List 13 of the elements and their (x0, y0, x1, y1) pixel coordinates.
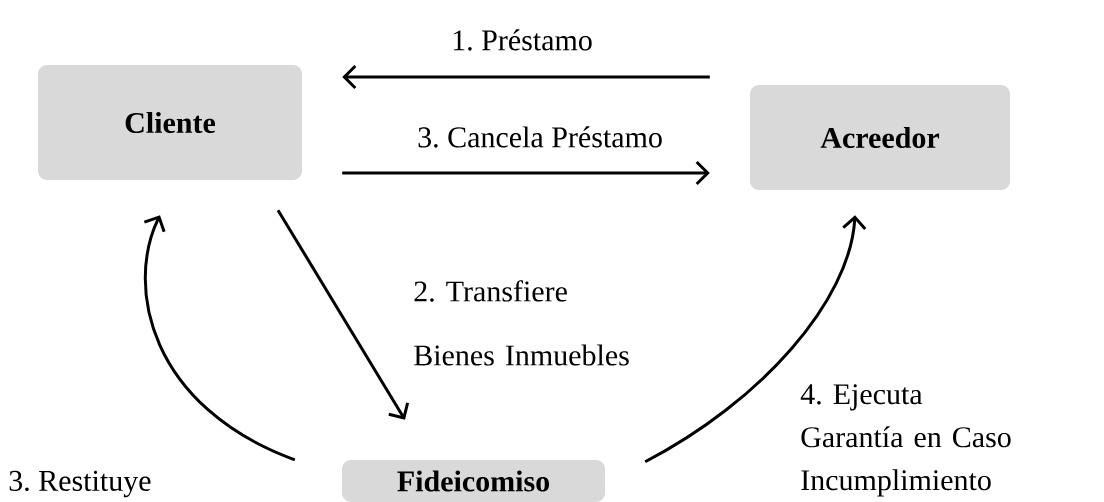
edge-label: 3. Cancela Préstamo (418, 126, 662, 148)
arrow (342, 160, 710, 186)
arrow (276, 209, 410, 420)
edge-label: 1. Préstamo (453, 29, 592, 51)
process-box: Acreedor (750, 85, 1010, 190)
edge-label: 2. Transfiere Bienes Inmuebles (414, 280, 629, 366)
process-box: Fideicomiso (342, 460, 605, 502)
edge-label: 4. Ejecuta Garantía en Caso Incumplimiento (800, 384, 1011, 497)
arrow (644, 215, 867, 464)
arrow (342, 64, 710, 90)
arrow (143, 215, 296, 462)
edge-label: 3. Restituye (9, 470, 151, 498)
process-box: Cliente (38, 65, 302, 180)
